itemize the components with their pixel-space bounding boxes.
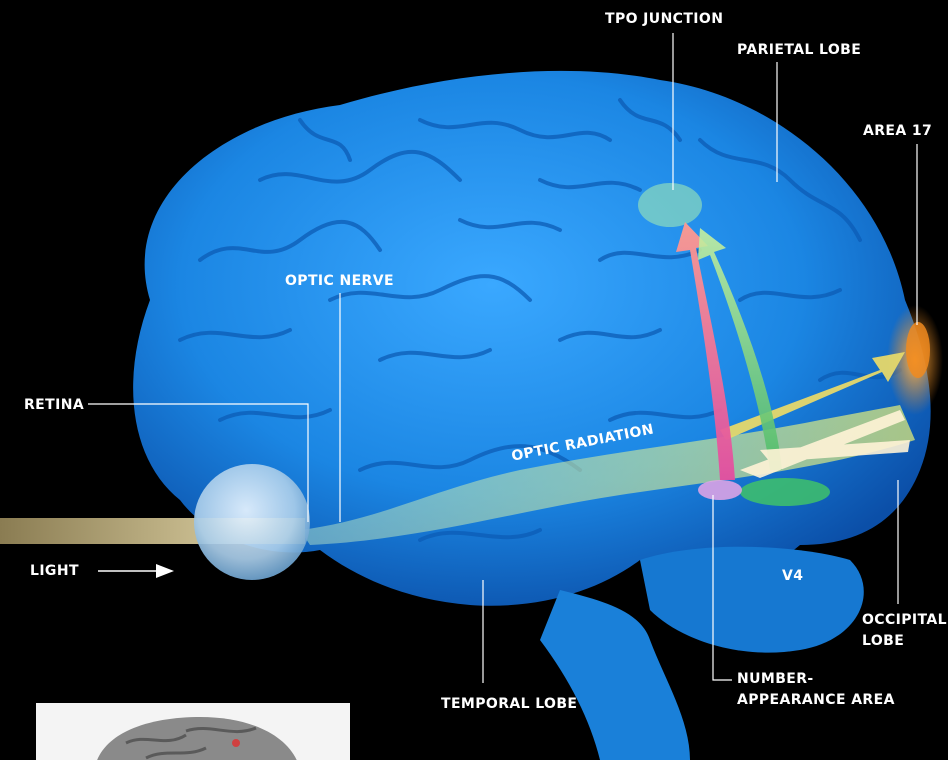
label-occipital-lobe-line1: OCCIPITAL	[862, 611, 947, 630]
label-parietal-lobe: PARIETAL LOBE	[737, 41, 861, 60]
label-retina: RETINA	[24, 396, 84, 415]
v4-region	[740, 478, 830, 506]
label-number-area-line2: APPEARANCE AREA	[737, 691, 895, 710]
arrow-right-icon	[98, 564, 174, 578]
label-optic-nerve: OPTIC NERVE	[285, 272, 394, 291]
eye	[194, 464, 310, 580]
tpo-glow	[638, 183, 702, 227]
brain-cerebellum	[640, 547, 864, 653]
label-number-area-line1: NUMBER-	[737, 670, 814, 689]
label-area-17: AREA 17	[863, 122, 932, 141]
label-occipital-lobe-line2: LOBE	[862, 632, 904, 651]
label-temporal-lobe: TEMPORAL LOBE	[441, 695, 577, 714]
label-v4: V4	[782, 567, 803, 586]
inset-brain-scan	[36, 703, 350, 760]
label-light: LIGHT	[30, 562, 79, 581]
label-tpo-junction: TPO JUNCTION	[605, 10, 723, 29]
